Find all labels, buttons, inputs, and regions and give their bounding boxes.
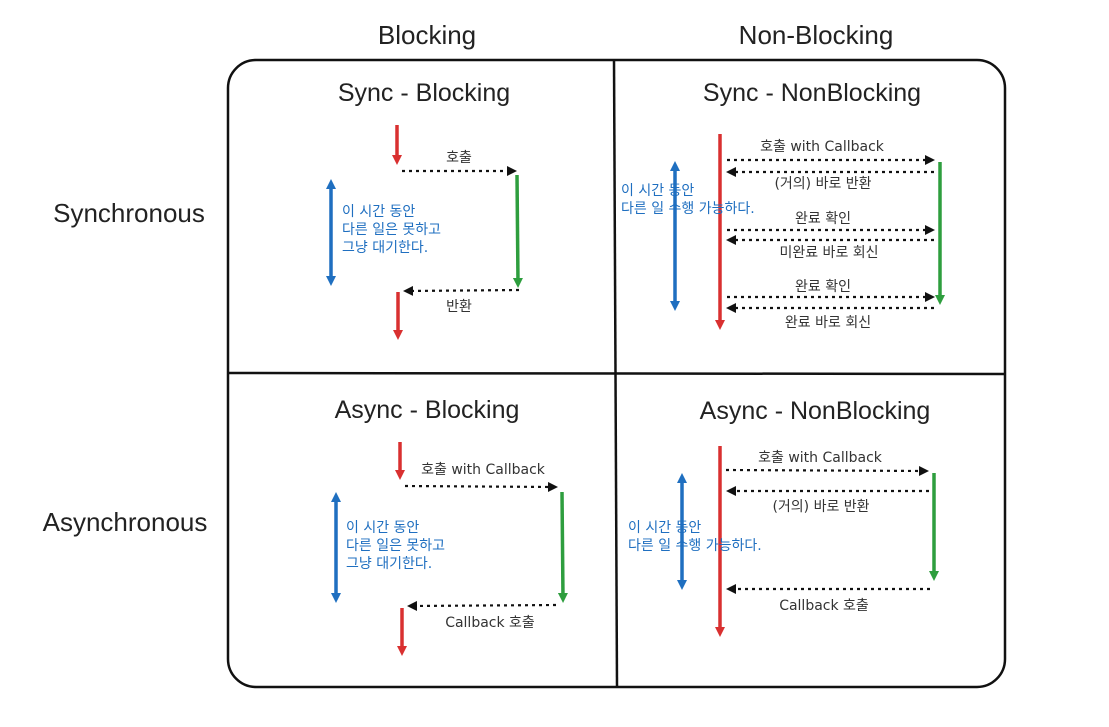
row-header-synchronous: Synchronous bbox=[53, 198, 205, 228]
note-line-2: 다른 일 수행 가능하다. bbox=[621, 201, 755, 217]
quadrant-title: Async - NonBlocking bbox=[700, 397, 931, 425]
column-header-blocking: Blocking bbox=[378, 20, 476, 50]
note-line-1: 이 시간 동안 bbox=[621, 183, 694, 199]
quadrant-title: Sync - Blocking bbox=[338, 79, 510, 107]
call-label: 호출 with Callback bbox=[760, 139, 885, 155]
callee-green-arrow bbox=[512, 174, 523, 288]
call-label: 호출 with Callback bbox=[758, 450, 883, 466]
note-line-2: 다른 일 수행 가능하다. bbox=[628, 538, 762, 554]
not-done-reply-label: 미완료 바로 회신 bbox=[779, 245, 878, 261]
note-line-1: 이 시간 동안 bbox=[346, 520, 419, 536]
return-label: 반환 bbox=[446, 299, 472, 315]
check-label-2: 완료 확인 bbox=[795, 279, 851, 295]
return-arrow bbox=[403, 285, 520, 296]
quadrant-title: Async - Blocking bbox=[335, 396, 520, 424]
done-reply-label: 완료 바로 회신 bbox=[785, 315, 871, 331]
callback-label: Callback 호출 bbox=[779, 598, 869, 614]
quadrant-sync-nonblocking: Sync - NonBlocking 호출 with Callback (거의)… bbox=[621, 79, 945, 331]
immediate-return-label: (거의) 바로 반환 bbox=[774, 176, 871, 192]
immediate-return-label: (거의) 바로 반환 bbox=[772, 499, 869, 515]
quadrant-sync-blocking: Sync - Blocking 호출 반환 이 시간 동안 다른 일은 못하고 … bbox=[326, 79, 523, 340]
quadrant-title: Sync - NonBlocking bbox=[703, 79, 921, 107]
note-line-3: 그냥 대기한다. bbox=[342, 240, 428, 256]
call-arrow bbox=[404, 481, 558, 492]
call-label: 호출 with Callback bbox=[421, 462, 546, 478]
quadrant-async-nonblocking: Async - NonBlocking 호출 with Callback (거의… bbox=[628, 397, 939, 637]
note-line-3: 그냥 대기한다. bbox=[346, 556, 432, 572]
row-header-asynchronous: Asynchronous bbox=[43, 507, 208, 537]
callback-arrow bbox=[407, 600, 557, 611]
quadrant-async-blocking: Async - Blocking 호출 with Callback Callba… bbox=[331, 396, 568, 656]
note-line-1: 이 시간 동안 bbox=[628, 520, 701, 536]
callback-label: Callback 호출 bbox=[445, 615, 535, 631]
call-arrow bbox=[725, 465, 929, 476]
callee-green-arrow bbox=[557, 491, 568, 603]
note-line-2: 다른 일은 못하고 bbox=[346, 538, 445, 554]
call-label: 호출 bbox=[446, 150, 472, 166]
check-label-1: 완료 확인 bbox=[795, 211, 851, 227]
column-header-non-blocking: Non-Blocking bbox=[739, 20, 894, 50]
note-line-2: 다른 일은 못하고 bbox=[342, 222, 441, 238]
note-line-1: 이 시간 동안 bbox=[342, 204, 415, 220]
horizontal-divider bbox=[227, 371, 1006, 376]
